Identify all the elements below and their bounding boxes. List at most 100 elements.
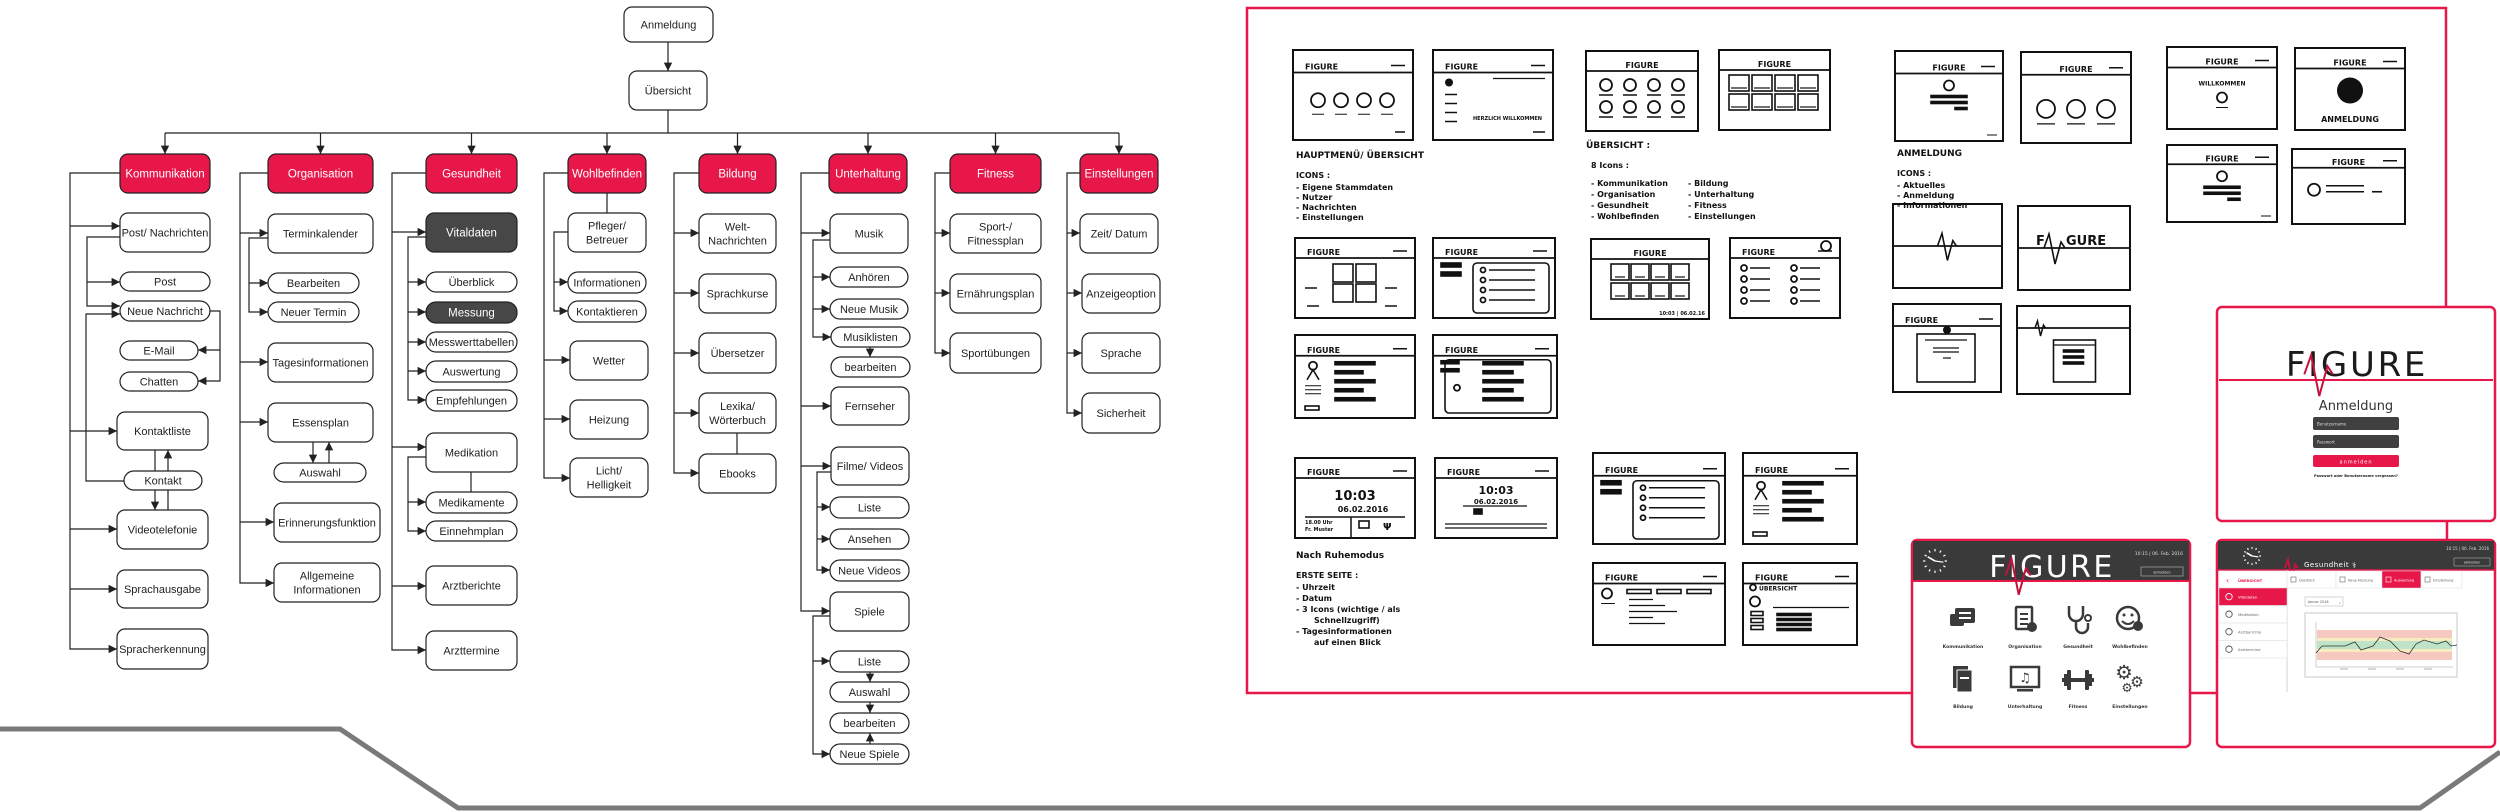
tile-gesundheit[interactable]: Gesundheit xyxy=(2063,606,2094,650)
sitemap-node[interactable]: Filme/ Videos xyxy=(830,446,910,486)
sitemap-node[interactable]: Lexika/Wörterbuch xyxy=(698,392,777,434)
sketch-text: - Organisation xyxy=(1591,190,1656,199)
sitemap-node[interactable]: Empfehlungen xyxy=(425,389,518,412)
sitemap-node[interactable]: Sprachkurse xyxy=(698,273,777,314)
sitemap-node[interactable]: Ebooks xyxy=(698,453,777,494)
tile-einstellungen[interactable]: ⚙⚙⚙Einstellungen xyxy=(2112,661,2147,710)
tile-wohlbefinden[interactable]: Wohlbefinden xyxy=(2112,605,2148,650)
category-unterhaltung[interactable]: Unterhaltung xyxy=(828,153,908,194)
sitemap-node[interactable]: Sportübungen xyxy=(949,332,1042,374)
sitemap-node[interactable]: Einnehmplan xyxy=(425,520,518,542)
sitemap-node[interactable]: Post/ Nachrichten xyxy=(119,212,211,253)
sitemap-node[interactable]: E-Mail xyxy=(119,340,199,361)
logout-button[interactable]: abmelden xyxy=(2140,566,2184,577)
sitemap-node[interactable]: Bearbeiten xyxy=(267,272,360,294)
tile-bildung[interactable]: Bildung xyxy=(1953,666,1973,710)
sitemap-node[interactable]: Neuer Termin xyxy=(267,301,360,323)
category-einstellungen[interactable]: Einstellungen xyxy=(1079,153,1159,194)
sitemap-node[interactable]: Liste xyxy=(829,650,910,673)
sitemap-node[interactable]: Zeit/ Datum xyxy=(1079,213,1159,254)
login-button[interactable]: anmelden xyxy=(2313,455,2399,467)
sitemap-node[interactable]: Sprache xyxy=(1081,332,1161,374)
sitemap-node[interactable]: Post xyxy=(119,271,211,292)
sitemap-node[interactable]: Sport-/Fitnessplan xyxy=(949,213,1042,254)
sitemap-node[interactable]: Auswahl xyxy=(273,462,367,483)
sitemap-node[interactable]: Heizung xyxy=(569,399,649,440)
forgot-password-link[interactable]: Passwort oder Benutzername vergessen? xyxy=(2314,474,2398,478)
sitemap-node[interactable]: bearbeiten xyxy=(829,712,910,734)
sitemap-node[interactable]: Medikamente xyxy=(425,491,518,514)
sitemap-node[interactable]: Ansehen xyxy=(829,528,910,550)
node-uebersicht[interactable]: Übersicht xyxy=(628,70,708,111)
sitemap-node[interactable]: Musik xyxy=(829,213,909,254)
node-label: Übersicht xyxy=(645,86,691,98)
sitemap-node[interactable]: Erinnerungsfunktion xyxy=(273,502,381,543)
node-label: bearbeiten xyxy=(844,718,896,730)
sitemap-node[interactable]: Sprachausgabe xyxy=(116,569,209,609)
sitemap-node[interactable]: Welt-Nachrichten xyxy=(698,213,777,254)
sitemap-node[interactable]: Ernährungsplan xyxy=(949,273,1042,314)
sitemap-node[interactable]: Neue Spiele xyxy=(829,743,910,765)
sitemap-node[interactable]: Terminkalender xyxy=(267,213,374,254)
tab-auswertung[interactable]: Auswertung xyxy=(2381,570,2422,589)
sitemap-node[interactable]: Wetter xyxy=(569,340,649,381)
back-to-overview[interactable]: ‹ÜBERSICHT xyxy=(2218,570,2288,589)
sitemap-node[interactable]: Licht/Helligkeit xyxy=(569,457,649,498)
sitemap-node[interactable]: Essensplan xyxy=(267,402,374,443)
sitemap-node[interactable]: Musiklisten xyxy=(830,326,911,348)
tile-unterhaltung[interactable]: ♫Unterhaltung xyxy=(2008,665,2043,710)
logout-button[interactable]: abmelden xyxy=(2453,557,2491,567)
sitemap-node[interactable]: Messwerttabellen xyxy=(425,331,518,353)
node-anmeldung[interactable]: Anmeldung xyxy=(623,6,714,43)
sitemap-node[interactable]: Spiele xyxy=(829,591,910,632)
sitemap-node[interactable]: Vitaldaten xyxy=(425,212,518,253)
tab-überblick[interactable]: Überblick xyxy=(2286,570,2337,589)
sidebar-item-vitaldaten[interactable]: Vitaldaten xyxy=(2218,587,2288,606)
sidebar-item-arzttermine[interactable]: Arzttermine xyxy=(2218,640,2288,659)
sitemap-node[interactable]: Auswahl xyxy=(829,681,910,703)
sidebar-item-medikation[interactable]: Medikation xyxy=(2218,605,2288,624)
sitemap-node[interactable]: Pfleger/Betreuer xyxy=(567,212,647,253)
sitemap-node[interactable]: Videotelefonie xyxy=(116,509,209,550)
sitemap-node[interactable]: Arzttermine xyxy=(425,630,518,671)
sitemap-node[interactable]: Neue Videos xyxy=(829,559,910,582)
username-input[interactable]: Benutzername xyxy=(2313,417,2399,430)
sitemap-node[interactable]: Tagesinformationen xyxy=(267,342,374,383)
sitemap-node[interactable]: Auswertung xyxy=(425,360,518,383)
sitemap-node[interactable]: Anhören xyxy=(829,266,909,288)
category-bildung[interactable]: Bildung xyxy=(698,153,777,194)
sitemap-node[interactable]: Spracherkennung xyxy=(116,628,209,670)
sitemap-node[interactable]: Neue Nachricht xyxy=(119,300,211,322)
sitemap-node[interactable]: Chatten xyxy=(119,371,199,392)
category-fitness[interactable]: Fitness xyxy=(949,153,1042,194)
sitemap-node[interactable]: bearbeiten xyxy=(830,356,911,378)
sitemap-node[interactable]: Liste xyxy=(829,496,910,519)
period-select[interactable]: Januar 2016⌄ xyxy=(2304,596,2344,607)
sitemap-node[interactable]: Kontakt xyxy=(123,470,203,491)
tile-kommunikation[interactable]: Kommunikation xyxy=(1943,608,1984,650)
tile-fitness[interactable]: Fitness xyxy=(2062,670,2094,710)
category-wohlbefinden[interactable]: Wohlbefinden xyxy=(567,153,647,194)
sitemap-node[interactable]: Kontaktieren xyxy=(567,300,647,323)
sitemap-node[interactable]: Medikation xyxy=(425,432,518,473)
sitemap-node[interactable]: Informationen xyxy=(567,271,647,294)
sitemap-node[interactable]: Neue Musik xyxy=(829,298,909,320)
sidebar-item-arztberichte[interactable]: Arztberichte xyxy=(2218,622,2288,641)
tab-neue-messung[interactable]: Neue Messung xyxy=(2335,570,2383,589)
sitemap-node[interactable]: Übersetzer xyxy=(698,332,777,374)
password-input[interactable]: Passwort xyxy=(2313,435,2399,448)
category-kommunikation[interactable]: Kommunikation xyxy=(119,153,211,194)
sitemap-node[interactable]: Kontaktliste xyxy=(116,411,209,451)
tab-empfehlung[interactable]: Empfehlung xyxy=(2420,570,2463,589)
sitemap-node[interactable]: Anzeigeoption xyxy=(1081,273,1161,314)
sitemap-node[interactable]: Sicherheit xyxy=(1081,392,1161,434)
category-gesundheit[interactable]: Gesundheit xyxy=(425,153,518,194)
tile-organisation[interactable]: Organisation xyxy=(2008,605,2042,650)
sitemap-node[interactable]: Überblick xyxy=(425,271,518,293)
sitemap-node[interactable]: Messung xyxy=(425,301,518,324)
category-organisation[interactable]: Organisation xyxy=(267,153,374,194)
sitemap-node[interactable]: Arztberichte xyxy=(425,565,518,606)
sitemap-node[interactable]: Fernseher xyxy=(830,386,910,426)
